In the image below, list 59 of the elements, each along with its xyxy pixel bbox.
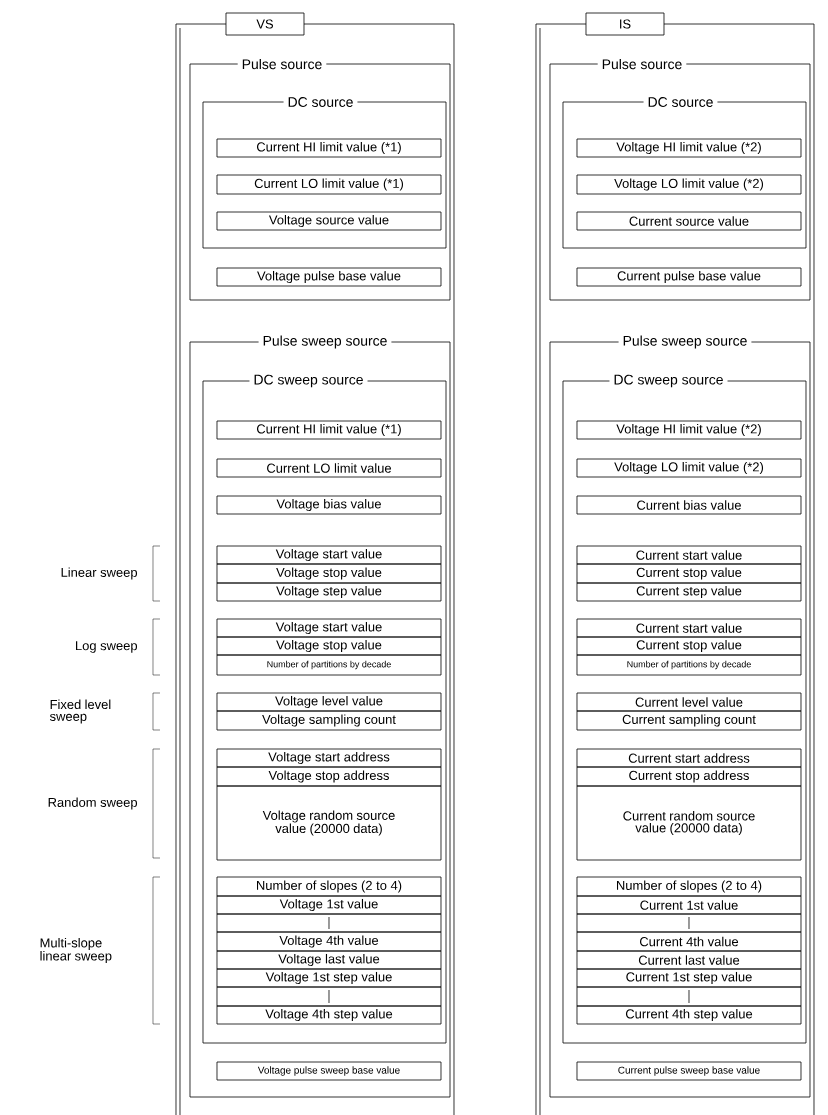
value-cell: Voltage start address bbox=[216, 748, 442, 768]
sweep-label: Random sweep bbox=[48, 797, 137, 810]
value-cell: Current source value bbox=[576, 211, 802, 231]
value-cell: Voltage 1st value bbox=[216, 895, 442, 915]
value-cell: Current level value bbox=[576, 692, 802, 712]
value-cell: Voltage last value bbox=[216, 950, 442, 970]
value-cell: Current start value bbox=[576, 545, 802, 565]
sweep-label: Fixed level sweep bbox=[49, 699, 111, 724]
value-cell: Number of slopes (2 to 4) bbox=[576, 876, 802, 897]
value-cell: Current LO limit value bbox=[216, 458, 442, 478]
sweep-label: Multi-slope linear sweep bbox=[40, 937, 112, 964]
value-cell: Voltage 4th value bbox=[216, 931, 442, 952]
sweep-label: Linear sweep bbox=[61, 567, 137, 580]
value-cell: Current stop address bbox=[576, 766, 802, 787]
value-cell: Voltage LO limit value (*2) bbox=[576, 458, 802, 478]
value-cell: Current stop value bbox=[576, 563, 802, 584]
value-cell: Voltage 1st step value bbox=[216, 968, 442, 988]
value-cell: Voltage pulse base value bbox=[216, 267, 442, 287]
value-cell: Voltage pulse sweep base value bbox=[216, 1061, 442, 1081]
continuation-row bbox=[576, 913, 802, 933]
value-cell: Current 1st value bbox=[576, 895, 802, 915]
value-cell: Voltage stop value bbox=[216, 636, 442, 656]
value-cell: Voltage 4th step value bbox=[216, 1005, 442, 1025]
value-cell: Voltage source value bbox=[216, 211, 442, 231]
value-cell: Current 4th step value bbox=[576, 1005, 802, 1025]
value-cell: Voltage HI limit value (*2) bbox=[576, 420, 802, 440]
value-cell: Voltage LO limit value (*2) bbox=[576, 174, 802, 195]
value-cell: Voltage level value bbox=[216, 692, 442, 712]
value-cell: Current 4th value bbox=[576, 931, 802, 952]
value-cell: Current random source value (20000 data) bbox=[576, 785, 802, 861]
value-cell: Current stop value bbox=[576, 636, 802, 656]
value-cell: Number of slopes (2 to 4) bbox=[216, 876, 442, 897]
value-cell: Voltage sampling count bbox=[216, 710, 442, 731]
value-cell: Voltage HI limit value (*2) bbox=[576, 138, 802, 158]
value-cell: Current start value bbox=[576, 618, 802, 638]
sweep-label: Log sweep bbox=[76, 641, 138, 653]
value-cell: Voltage stop value bbox=[216, 563, 442, 584]
continuation-row bbox=[216, 986, 442, 1007]
value-cell: Voltage random source value (20000 data) bbox=[216, 785, 442, 861]
value-cell: Voltage bias value bbox=[216, 495, 442, 515]
continuation-row bbox=[216, 913, 442, 933]
value-cell: Number of partitions by decade bbox=[576, 654, 802, 676]
value-cell: Voltage start value bbox=[216, 618, 442, 638]
value-cell: Current 1st step value bbox=[576, 968, 802, 988]
value-cell: Current sampling count bbox=[576, 710, 802, 731]
value-cell: Voltage step value bbox=[216, 582, 442, 602]
value-cell: Current LO limit value (*1) bbox=[216, 174, 442, 195]
value-cell: Current pulse sweep base value bbox=[576, 1061, 802, 1081]
value-cell: Current pulse base value bbox=[576, 267, 802, 287]
value-cell: Current HI limit value (*1) bbox=[216, 138, 442, 158]
value-cell: Voltage start value bbox=[216, 545, 442, 565]
value-cell: Current last value bbox=[576, 950, 802, 970]
value-cell: Current step value bbox=[576, 582, 802, 602]
value-cell: Number of partitions by decade bbox=[216, 654, 442, 676]
value-cell: Voltage stop address bbox=[216, 766, 442, 787]
value-cell: Current start address bbox=[576, 748, 802, 768]
continuation-row bbox=[576, 986, 802, 1007]
value-cell: Current HI limit value (*1) bbox=[216, 420, 442, 440]
value-cell: Current bias value bbox=[576, 495, 802, 515]
